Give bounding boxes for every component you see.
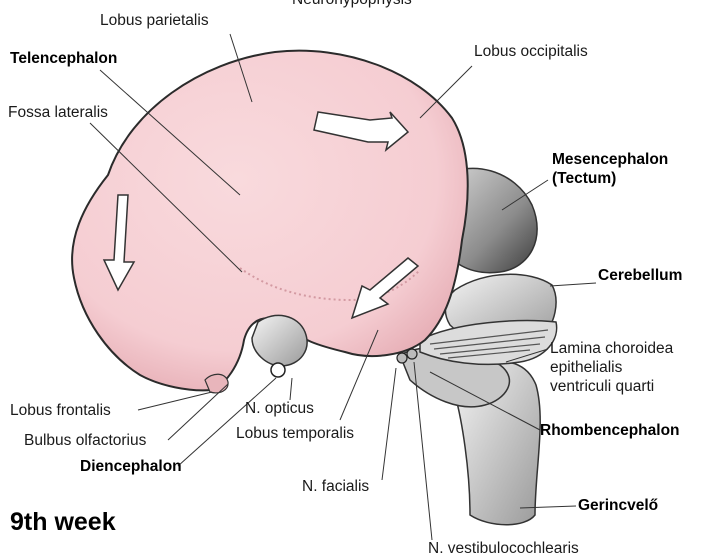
week-title: 9th week (10, 508, 116, 537)
label-gerincvelo: Gerincvelő (578, 497, 658, 515)
label-diencephalon: Diencephalon (80, 458, 182, 476)
diencephalon-shape (252, 315, 307, 366)
label-fossa-lateralis: Fossa lateralis (8, 104, 108, 122)
label-cerebellum: Cerebellum (598, 267, 682, 285)
label-lobus-parietalis: Lobus parietalis (100, 12, 209, 30)
lamina-choroidea-shape (420, 321, 557, 365)
label-lobus-occipitalis: Lobus occipitalis (474, 43, 588, 61)
label-lamina-choroidea: Lamina choroidea epithelialis ventriculi… (550, 339, 673, 396)
label-n-vestibulocochlearis: N. vestibulocochlearis (428, 540, 579, 558)
label-rhombencephalon: Rhombencephalon (540, 422, 680, 440)
n-opticus-shape (271, 363, 285, 377)
label-telencephalon: Telencephalon (10, 50, 117, 68)
label-n-facialis: N. facialis (302, 478, 369, 496)
label-lobus-temporalis: Lobus temporalis (236, 425, 354, 443)
label-mesencephalon: Mesencephalon (Tectum) (552, 150, 668, 188)
label-bulbus-olfactorius: Bulbus olfactorius (24, 432, 146, 450)
label-lobus-frontalis: Lobus frontalis (10, 402, 111, 420)
label-neurohypophysis: Neurohypophysis (292, 0, 412, 9)
label-n-opticus: N. opticus (245, 400, 314, 418)
